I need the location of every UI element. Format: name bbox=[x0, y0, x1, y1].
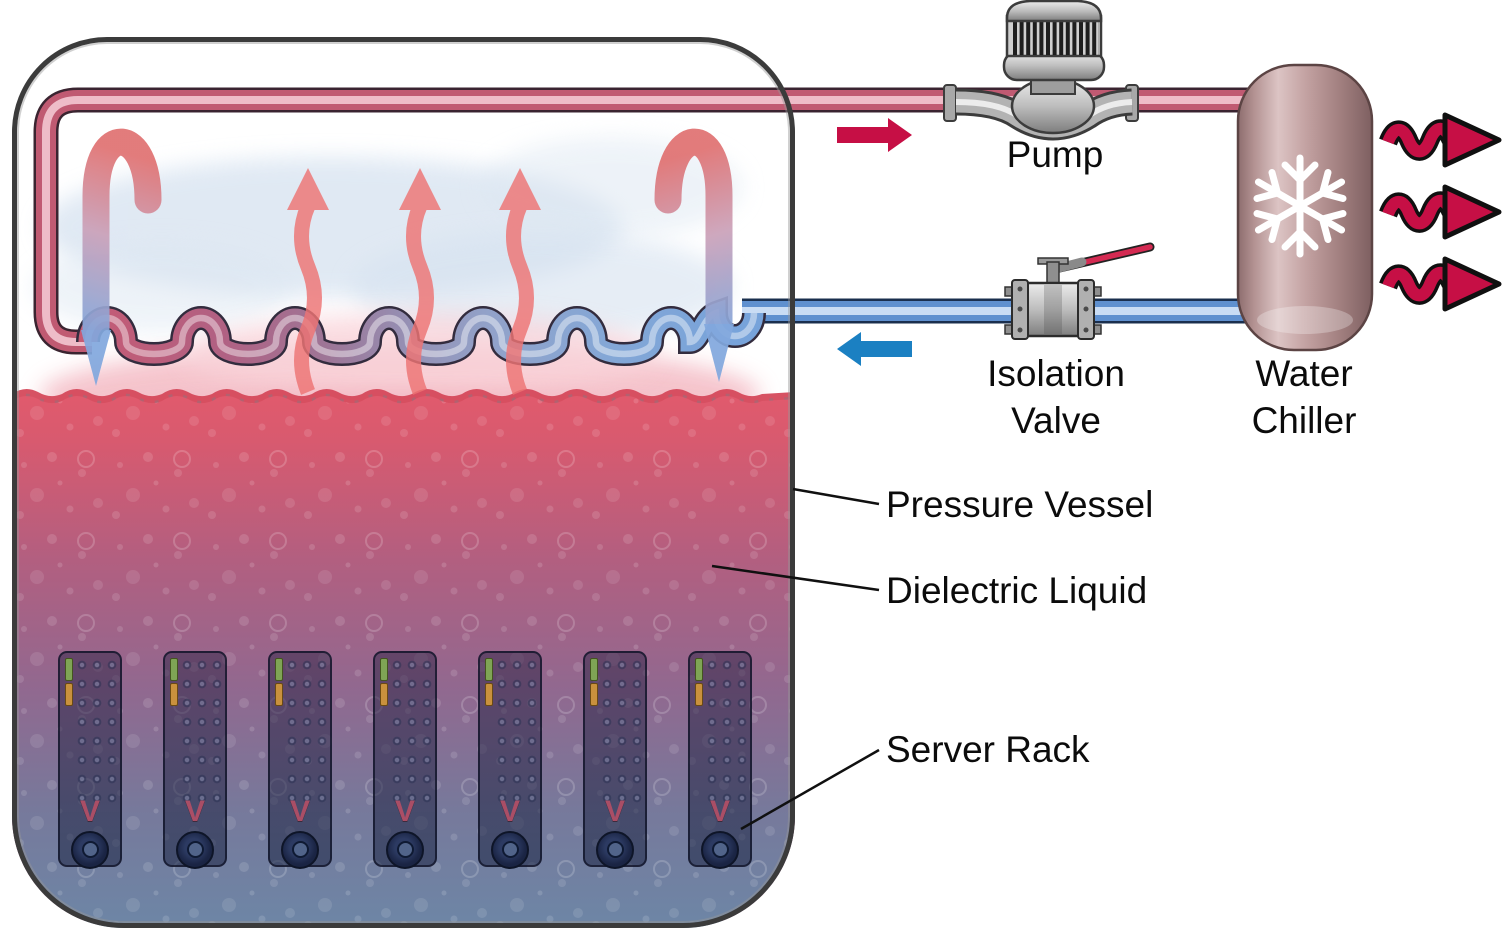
server-rack: V bbox=[163, 651, 227, 869]
rack-logo: V bbox=[709, 795, 730, 828]
label-water-chiller-line1: Water bbox=[1255, 353, 1353, 394]
label-isolation-valve: Isolation Valve bbox=[966, 350, 1146, 444]
ball-valve-icon bbox=[1004, 242, 1155, 340]
vent-grid bbox=[180, 656, 225, 807]
fan-icon bbox=[281, 831, 319, 869]
rack-logo: V bbox=[79, 795, 100, 828]
hot-pipe bbox=[33, 87, 1250, 355]
label-pump: Pump bbox=[1006, 134, 1104, 175]
vent-grid bbox=[390, 656, 435, 807]
leader-pressure-vessel bbox=[792, 487, 880, 506]
heat-rejection-arrows bbox=[1388, 112, 1499, 309]
vent-grid bbox=[75, 656, 120, 807]
fan-icon bbox=[596, 831, 634, 869]
server-rack: V bbox=[268, 651, 332, 869]
vapor-swirls bbox=[32, 137, 742, 342]
vent-grid bbox=[705, 656, 750, 807]
status-led-orange bbox=[65, 683, 73, 706]
cold-flow-arrow bbox=[837, 332, 912, 366]
server-rack: V bbox=[583, 651, 647, 869]
fan-icon bbox=[71, 831, 109, 869]
pump-icon bbox=[943, 0, 1139, 141]
label-water-chiller: Water Chiller bbox=[1214, 350, 1394, 444]
status-led-green bbox=[380, 658, 388, 681]
vent-grid bbox=[495, 656, 540, 807]
status-led-orange bbox=[485, 683, 493, 706]
fan-icon bbox=[176, 831, 214, 869]
status-led-orange bbox=[170, 683, 178, 706]
snowflake-icon bbox=[1253, 154, 1347, 258]
label-isolation-valve-line2: Valve bbox=[1011, 400, 1101, 441]
fan-icon bbox=[491, 831, 529, 869]
circulation-arrow-left bbox=[81, 128, 162, 386]
fan-icon bbox=[701, 831, 739, 869]
status-led-green bbox=[65, 658, 73, 681]
status-led-green bbox=[695, 658, 703, 681]
water-chiller-icon bbox=[1236, 63, 1374, 352]
status-led-green bbox=[590, 658, 598, 681]
status-led-green bbox=[485, 658, 493, 681]
vapor-rise-arrows bbox=[287, 168, 541, 392]
vent-grid bbox=[285, 656, 330, 807]
label-pressure-vessel: Pressure Vessel bbox=[886, 484, 1154, 525]
fan-icon bbox=[386, 831, 424, 869]
vent-grid bbox=[600, 656, 645, 807]
label-server-rack: Server Rack bbox=[886, 729, 1090, 770]
rack-logo: V bbox=[499, 795, 520, 828]
status-led-orange bbox=[590, 683, 598, 706]
hot-flow-arrow bbox=[837, 118, 912, 152]
label-dielectric-liquid: Dielectric Liquid bbox=[886, 570, 1148, 611]
rack-logo: V bbox=[604, 795, 625, 828]
status-led-green bbox=[275, 658, 283, 681]
rack-logo: V bbox=[289, 795, 310, 828]
server-rack: V bbox=[688, 651, 752, 869]
circulation-arrow-right bbox=[654, 128, 734, 382]
leader-server-rack bbox=[740, 748, 880, 831]
server-rack: V bbox=[478, 651, 542, 869]
status-led-orange bbox=[695, 683, 703, 706]
leader-dielectric-liquid bbox=[711, 564, 880, 592]
server-rack: V bbox=[373, 651, 437, 869]
status-led-orange bbox=[275, 683, 283, 706]
rack-logo: V bbox=[184, 795, 205, 828]
label-water-chiller-line2: Chiller bbox=[1251, 400, 1357, 441]
label-isolation-valve-line1: Isolation bbox=[987, 353, 1125, 394]
rack-logo: V bbox=[394, 795, 415, 828]
status-led-orange bbox=[380, 683, 388, 706]
status-led-green bbox=[170, 658, 178, 681]
server-rack: V bbox=[58, 651, 122, 869]
